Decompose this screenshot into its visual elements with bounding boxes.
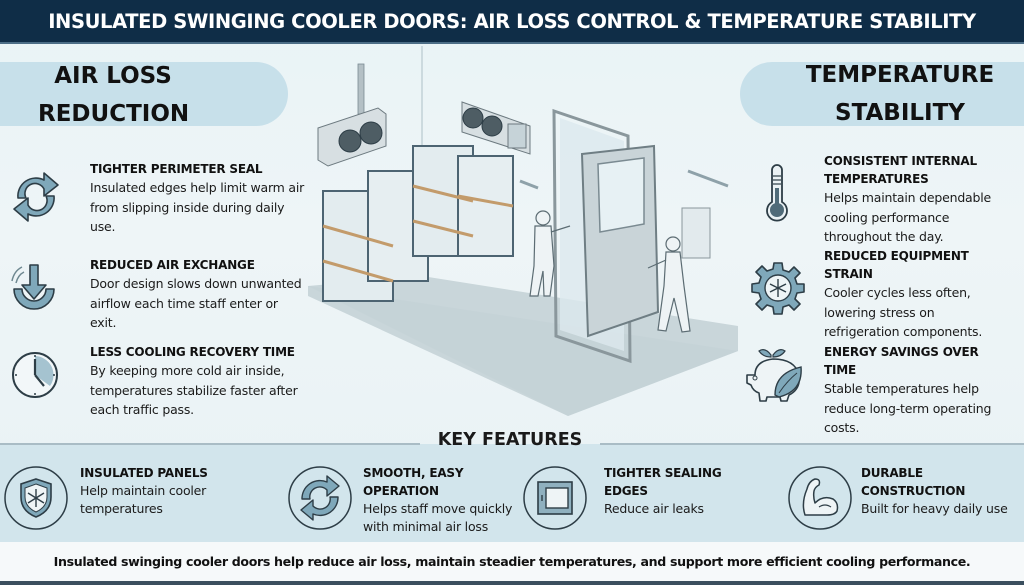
- list-item-energy-savings: ENERGY SAVINGS OVER TIME Stable temperat…: [824, 343, 1024, 438]
- item-desc: each traffic pass.: [90, 402, 194, 417]
- item-desc: throughout the day.: [824, 229, 944, 244]
- refresh-arrows-icon: [10, 168, 62, 226]
- list-item-consistent-internal-temperatures: CONSISTENT INTERNAL TEMPERATURES Helps m…: [824, 152, 1024, 247]
- item-desc: reduce long-term operating: [824, 400, 992, 416]
- feature-title: SMOOTH, EASY: [363, 466, 464, 480]
- feature-title: DURABLE: [861, 466, 923, 480]
- feature-title: CONSTRUCTION: [861, 484, 966, 498]
- key-features-title: KEY FEATURES: [437, 430, 583, 450]
- divider: [600, 443, 1024, 445]
- list-item-tighter-perimeter-seal: TIGHTER PERIMETER SEAL Insulated edges h…: [90, 160, 320, 237]
- feature-desc: Built for heavy daily use: [861, 501, 1008, 516]
- temperature-heading-pill: [740, 62, 1024, 126]
- feature-title: INSULATED PANELS: [80, 466, 208, 480]
- feature-desc: Helps staff move quickly: [363, 501, 513, 516]
- cold-room-illustration: [298, 46, 738, 441]
- feature-smooth-easy-operation: SMOOTH, EASY OPERATION Helps staff move …: [363, 464, 523, 536]
- item-desc: exit.: [90, 315, 117, 330]
- item-desc: temperatures stabilize faster after: [90, 382, 298, 398]
- footer-summary: Insulated swinging cooler doors help red…: [53, 554, 971, 569]
- heading-line: TEMPERATURE: [805, 62, 995, 88]
- key-features-band: [0, 444, 1024, 542]
- feature-desc: with minimal air loss: [363, 519, 489, 534]
- list-item-reduced-equipment-strain: REDUCED EQUIPMENT STRAIN Cooler cycles l…: [824, 247, 1024, 342]
- item-desc: from slipping inside during daily: [90, 199, 285, 215]
- temperature-heading: TEMPERATURE STABILITY: [790, 56, 1010, 132]
- title-bar: INSULATED SWINGING COOLER DOORS: AIR LOS…: [0, 0, 1024, 44]
- item-title: TIME: [824, 363, 856, 377]
- item-desc: lowering stress on: [824, 304, 935, 320]
- sealed-frame-icon: [522, 465, 588, 531]
- heading-line: STABILITY: [835, 100, 965, 126]
- item-desc: Stable temperatures help: [824, 381, 979, 396]
- feature-title: TIGHTER SEALING: [604, 466, 722, 480]
- feature-title: OPERATION: [363, 484, 439, 498]
- item-title: TIGHTER PERIMETER SEAL: [90, 162, 263, 176]
- item-desc: Door design slows down unwanted: [90, 276, 302, 291]
- gear-snowflake-icon: [750, 260, 806, 316]
- item-desc: use.: [90, 219, 116, 234]
- item-title: ENERGY SAVINGS OVER: [824, 345, 979, 359]
- footer-summary-bar: Insulated swinging cooler doors help red…: [0, 542, 1024, 585]
- divider: [0, 443, 420, 445]
- item-title: REDUCED EQUIPMENT: [824, 249, 969, 263]
- feature-insulated-panels: INSULATED PANELS Help maintain cooler te…: [80, 464, 270, 518]
- refresh-arrows-icon: [287, 465, 353, 531]
- item-title: STRAIN: [824, 267, 873, 281]
- item-title: CONSISTENT INTERNAL: [824, 154, 977, 168]
- feature-desc: temperatures: [80, 501, 163, 516]
- list-item-reduced-air-exchange: REDUCED AIR EXCHANGE Door design slows d…: [90, 256, 320, 333]
- item-desc: Cooler cycles less often,: [824, 285, 971, 300]
- shield-snowflake-icon: [3, 465, 69, 531]
- list-item-less-cooling-recovery: LESS COOLING RECOVERY TIME By keeping mo…: [90, 343, 320, 420]
- air-loss-heading-pill: [0, 62, 288, 126]
- item-title: REDUCED AIR EXCHANGE: [90, 258, 255, 272]
- item-desc: refrigeration components.: [824, 324, 983, 339]
- feature-durable-construction: DURABLE CONSTRUCTION Built for heavy dai…: [861, 464, 1024, 518]
- item-title: LESS COOLING RECOVERY TIME: [90, 345, 295, 359]
- feature-desc: Reduce air leaks: [604, 501, 704, 516]
- thermometer-icon: [763, 164, 791, 224]
- feature-desc: Help maintain cooler: [80, 483, 207, 498]
- page-title: INSULATED SWINGING COOLER DOORS: AIR LOS…: [48, 9, 976, 33]
- heading-line: AIR LOSS: [54, 63, 172, 89]
- feature-tighter-sealing-edges: TIGHTER SEALING EDGES Reduce air leaks: [604, 464, 764, 518]
- item-desc: airflow each time staff enter or: [90, 295, 278, 311]
- piggy-bank-leaf-icon: [745, 345, 807, 405]
- clock-icon: [10, 350, 60, 400]
- arrow-down-into-cup-icon: [8, 261, 60, 315]
- flexed-arm-icon: [787, 465, 853, 531]
- item-desc: costs.: [824, 420, 860, 435]
- air-loss-heading: AIR LOSS REDUCTION: [38, 57, 190, 133]
- item-title: TEMPERATURES: [824, 172, 929, 186]
- item-desc: By keeping more cold air inside,: [90, 363, 285, 378]
- item-desc: Insulated edges help limit warm air: [90, 180, 305, 195]
- item-desc: Helps maintain dependable: [824, 190, 992, 205]
- feature-title: EDGES: [604, 484, 648, 498]
- heading-line: REDUCTION: [38, 101, 190, 127]
- item-desc: cooling performance: [824, 209, 950, 225]
